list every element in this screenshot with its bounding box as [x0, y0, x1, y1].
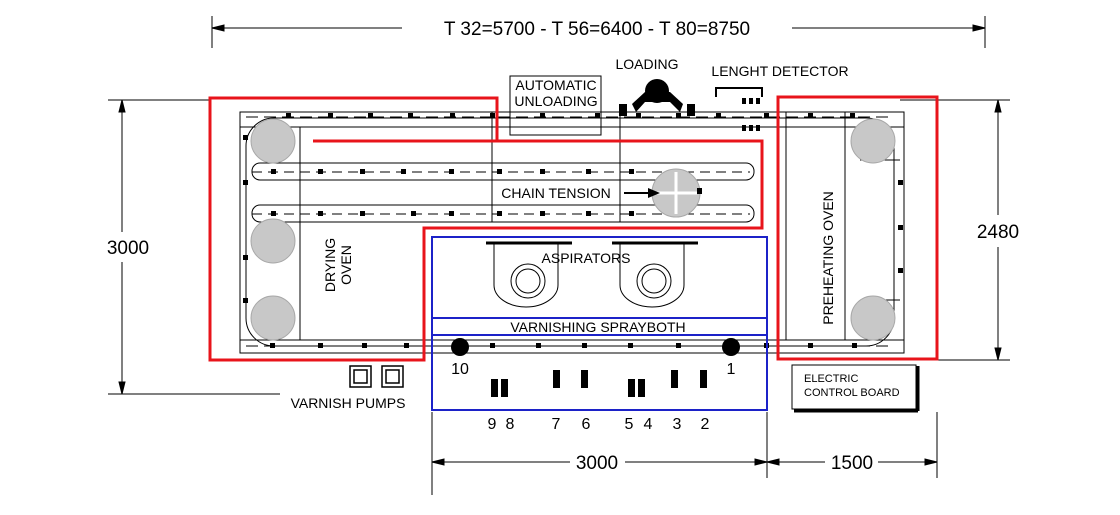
wheel-top-left — [250, 118, 296, 164]
electric-label-1: ELECTRIC — [804, 373, 858, 385]
aspirator-right — [612, 241, 698, 308]
wheel-top-right — [850, 118, 896, 164]
wheel-mid-left — [250, 218, 296, 264]
varnish-pumps-icon — [349, 365, 404, 388]
bottom-dimension-1500-label: 1500 — [831, 453, 873, 474]
preheating-oven-label-group: PREHEATING OVEN — [820, 191, 836, 325]
gun-number-1: 1 — [727, 361, 736, 378]
spray-gun-10-icon — [451, 338, 469, 356]
left-dimension — [108, 99, 280, 395]
automatic-unloading-box — [509, 75, 602, 136]
electric-label-2: CONTROL BOARD — [804, 387, 900, 399]
loading-label: LOADING — [615, 56, 678, 72]
length-detector-label: LENGHT DETECTOR — [711, 63, 848, 79]
aspirator-left — [486, 241, 572, 308]
bottom-dimension-3000-label: 3000 — [576, 453, 618, 474]
varnishing-booth-outline — [431, 236, 768, 411]
drying-oven-label-2: OVEN — [338, 245, 354, 285]
varnish-pumps-label: VARNISH PUMPS — [291, 395, 406, 411]
gun-number-6: 6 — [582, 416, 591, 433]
top-dimension — [211, 16, 986, 48]
automatic-unloading-label-2: UNLOADING — [514, 93, 597, 109]
preheating-oven-label: PREHEATING OVEN — [820, 191, 836, 325]
chain-tension-label: CHAIN TENSION — [501, 185, 610, 201]
wheel-bottom-right — [850, 295, 896, 341]
length-detector-icon — [715, 87, 763, 97]
electric-control-board-box — [791, 364, 920, 413]
gun-number-10: 10 — [451, 361, 469, 378]
drying-oven-outline — [208, 96, 764, 362]
automatic-unloading-label-1: AUTOMATIC — [515, 77, 596, 93]
machine-frame — [239, 111, 905, 354]
loading-robot-icon — [619, 79, 695, 116]
varnishing-spraybooth-label: VARNISHING SPRAYBOTH — [510, 319, 685, 335]
preheating-oven-outline — [776, 95, 939, 361]
gun-number-2: 2 — [701, 416, 710, 433]
gun-number-3: 3 — [673, 416, 682, 433]
gun-number-7: 7 — [552, 416, 561, 433]
wheel-bottom-left — [250, 295, 296, 341]
aspirators-label: ASPIRATORS — [542, 250, 631, 266]
right-dimension-label: 2480 — [977, 222, 1019, 243]
left-dimension-label: 3000 — [107, 238, 149, 259]
spray-gun-1-icon — [722, 338, 740, 356]
gun-number-5: 5 — [625, 416, 634, 433]
gun-number-8: 8 — [506, 416, 515, 433]
chain-pins — [243, 98, 903, 348]
top-dimension-label: T 32=5700 - T 56=6400 - T 80=8750 — [444, 19, 750, 40]
gun-number-4: 4 — [644, 416, 653, 433]
chain-tension-arrow — [624, 188, 660, 198]
bottom-dimensions — [431, 412, 938, 495]
chain-tension-cross — [655, 172, 697, 214]
drying-oven-label: DRYING OVEN — [322, 238, 354, 292]
spray-guns-row — [491, 370, 707, 397]
right-dimension — [900, 99, 1010, 361]
gun-number-9: 9 — [488, 416, 497, 433]
drying-oven-label-1: DRYING — [322, 238, 338, 292]
spray-gun-numbers: 9 8 7 6 5 4 3 2 — [488, 416, 710, 433]
